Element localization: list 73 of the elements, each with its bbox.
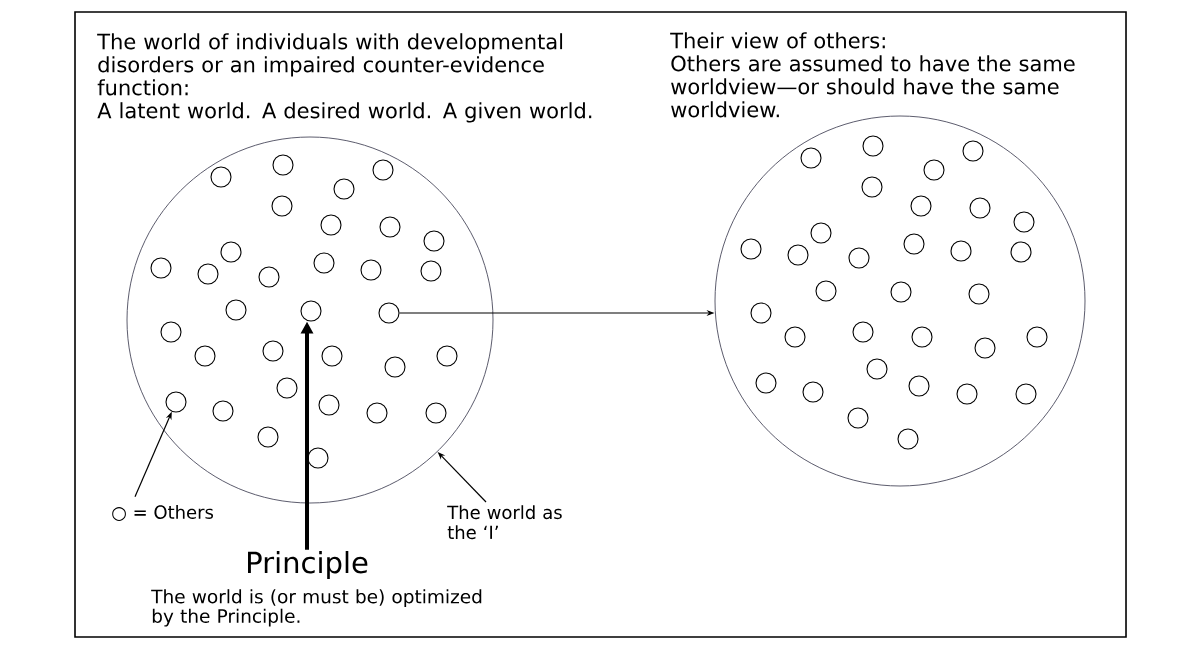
- small-circle: [212, 400, 234, 422]
- small-circle: [1013, 211, 1035, 233]
- small-circle: [271, 195, 293, 217]
- small-circle: [197, 263, 219, 285]
- small-circle: [258, 266, 280, 288]
- small-circle: [210, 166, 232, 188]
- small-circle: [890, 281, 912, 303]
- principle-label: Principle: [248, 550, 368, 580]
- small-circle: [165, 391, 187, 413]
- small-circle: [160, 321, 182, 343]
- small-circle: [220, 241, 242, 263]
- small-circle: [194, 345, 216, 367]
- small-circle: [974, 337, 996, 359]
- small-circle: [903, 233, 925, 255]
- heading-text: Their view of others:: [670, 32, 885, 49]
- small-circle: [378, 302, 400, 324]
- small-circle: [923, 159, 945, 181]
- small-circle: [276, 377, 298, 399]
- small-circle: [372, 159, 394, 181]
- small-circle: [908, 375, 930, 397]
- small-circle: [800, 147, 822, 169]
- small-circle: [755, 372, 777, 394]
- small-circle: [300, 300, 322, 322]
- small-circle: [366, 402, 388, 424]
- small-circle: [257, 426, 279, 448]
- small-circle: [861, 176, 883, 198]
- small-circle: [320, 214, 342, 236]
- small-circle: [225, 299, 247, 321]
- small-circle: [862, 135, 884, 157]
- small-circle: [360, 259, 382, 281]
- small-circle: [848, 247, 870, 269]
- small-circle: [420, 260, 442, 282]
- small-circle: [307, 447, 329, 469]
- small-circle: [784, 326, 806, 348]
- small-circle: [810, 222, 832, 244]
- small-circle: [313, 252, 335, 274]
- small-circle: [384, 356, 406, 378]
- small-circle: [956, 383, 978, 405]
- small-circle: [1010, 241, 1032, 263]
- small-circle: [272, 154, 294, 176]
- small-circle: [910, 195, 932, 217]
- callout-label: The world as the ‘I’: [447, 505, 562, 540]
- small-circle: [866, 358, 888, 380]
- small-circle: [150, 257, 172, 279]
- small-circle: [847, 407, 869, 429]
- small-circle: [262, 340, 284, 362]
- heading-text: The world of individuals with developmental disorders or an impaired counter-evidence function:: [97, 33, 563, 96]
- description-text: A latent world. A desired world. A given world.: [97, 102, 592, 123]
- small-circle: [321, 345, 343, 367]
- small-circle: [969, 197, 991, 219]
- small-circle: [911, 326, 933, 348]
- small-circle: [897, 428, 919, 450]
- small-circle: [318, 394, 340, 416]
- small-circle: [962, 140, 984, 162]
- small-circle: [425, 402, 447, 424]
- small-circle: [379, 216, 401, 238]
- small-circle: [787, 244, 809, 266]
- small-circle: [750, 302, 772, 324]
- description-text: Others are assumed to have the same worldview—or should have the same worldview.: [671, 55, 1075, 118]
- key-label: ○ = Others: [112, 505, 214, 521]
- small-circle: [815, 280, 837, 302]
- world-circle: [126, 136, 494, 504]
- small-circle: [950, 240, 972, 262]
- small-circle: [423, 230, 445, 252]
- small-circle: [333, 178, 355, 200]
- small-circle: [852, 321, 874, 343]
- small-circle: [436, 345, 458, 367]
- small-circle: [802, 381, 824, 403]
- small-circle: [740, 238, 762, 260]
- small-circle: [1026, 326, 1048, 348]
- small-circle: [1015, 383, 1037, 405]
- note-text: The world is (or must be) optimized by the Principle.: [151, 589, 482, 627]
- small-circle: [968, 283, 990, 305]
